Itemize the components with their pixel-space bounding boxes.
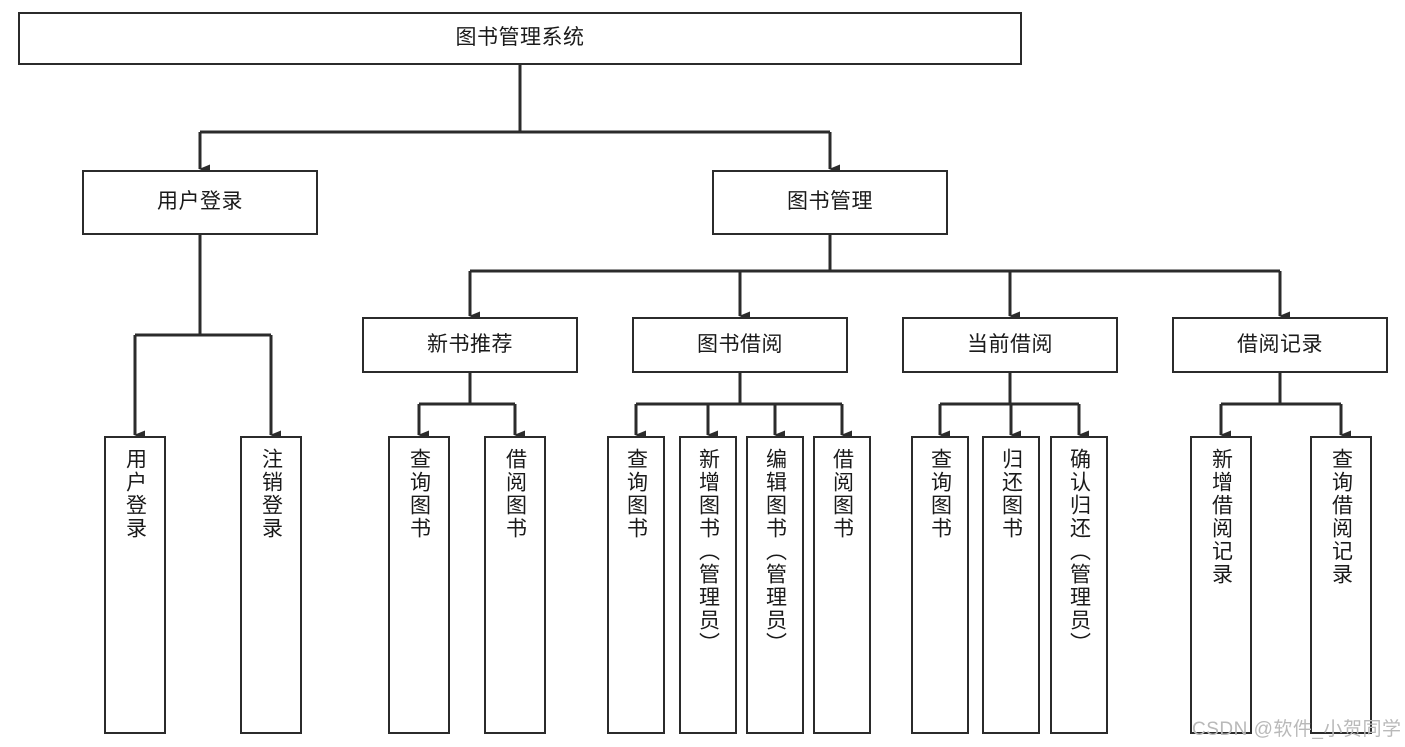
node-label: 新增借阅记录 bbox=[1209, 448, 1233, 586]
node-label: 借阅记录 bbox=[1237, 332, 1323, 356]
node-label: 查询图书 bbox=[928, 448, 952, 540]
node-current-borrow: 当前借阅 bbox=[902, 317, 1118, 373]
node-book-borrow: 图书借阅 bbox=[632, 317, 848, 373]
node-label: 图书管理系统 bbox=[455, 26, 585, 50]
node-label: 查询借阅记录 bbox=[1329, 448, 1353, 586]
node-leaf-return-book: 归还图书 bbox=[982, 436, 1040, 734]
node-label: 用户登录 bbox=[157, 190, 243, 214]
node-leaf-query-record: 查询借阅记录 bbox=[1310, 436, 1372, 734]
node-label: 归还图书 bbox=[999, 448, 1023, 540]
node-leaf-logout: 注销登录 bbox=[240, 436, 302, 734]
node-leaf-user-login: 用户登录 bbox=[104, 436, 166, 734]
node-label: 用户登录 bbox=[123, 448, 147, 540]
node-label: 图书管理 bbox=[787, 190, 873, 214]
node-label: 注销登录 bbox=[259, 448, 283, 540]
node-leaf-edit-book: 编辑图书（管理员） bbox=[746, 436, 804, 734]
node-root: 图书管理系统 bbox=[18, 12, 1022, 65]
node-label: 借阅图书 bbox=[503, 448, 527, 540]
node-label: 新书推荐 bbox=[427, 332, 513, 356]
node-book-manage: 图书管理 bbox=[712, 170, 948, 235]
node-label: 借阅图书 bbox=[830, 448, 854, 540]
node-label: 查询图书 bbox=[624, 448, 648, 540]
node-leaf-borrow-book: 借阅图书 bbox=[813, 436, 871, 734]
node-user-login: 用户登录 bbox=[82, 170, 318, 235]
node-label: 确认归还（管理员） bbox=[1067, 448, 1091, 655]
node-borrow-record: 借阅记录 bbox=[1172, 317, 1388, 373]
watermark: CSDN @软件_小贺同学 bbox=[1192, 719, 1402, 740]
node-leaf-borrow-book-rec: 借阅图书 bbox=[484, 436, 546, 734]
edges-group bbox=[133, 65, 1351, 440]
node-label: 新增图书（管理员） bbox=[696, 448, 720, 655]
node-label: 图书借阅 bbox=[697, 332, 783, 356]
node-leaf-query-book: 查询图书 bbox=[607, 436, 665, 734]
node-label: 查询图书 bbox=[407, 448, 431, 540]
node-leaf-confirm-return: 确认归还（管理员） bbox=[1050, 436, 1108, 734]
node-leaf-query-book-cur: 查询图书 bbox=[911, 436, 969, 734]
node-leaf-query-book-rec: 查询图书 bbox=[388, 436, 450, 734]
node-label: 编辑图书（管理员） bbox=[763, 448, 787, 655]
node-leaf-add-book: 新增图书（管理员） bbox=[679, 436, 737, 734]
node-new-book-rec: 新书推荐 bbox=[362, 317, 578, 373]
node-leaf-add-record: 新增借阅记录 bbox=[1190, 436, 1252, 734]
node-label: 当前借阅 bbox=[967, 332, 1053, 356]
